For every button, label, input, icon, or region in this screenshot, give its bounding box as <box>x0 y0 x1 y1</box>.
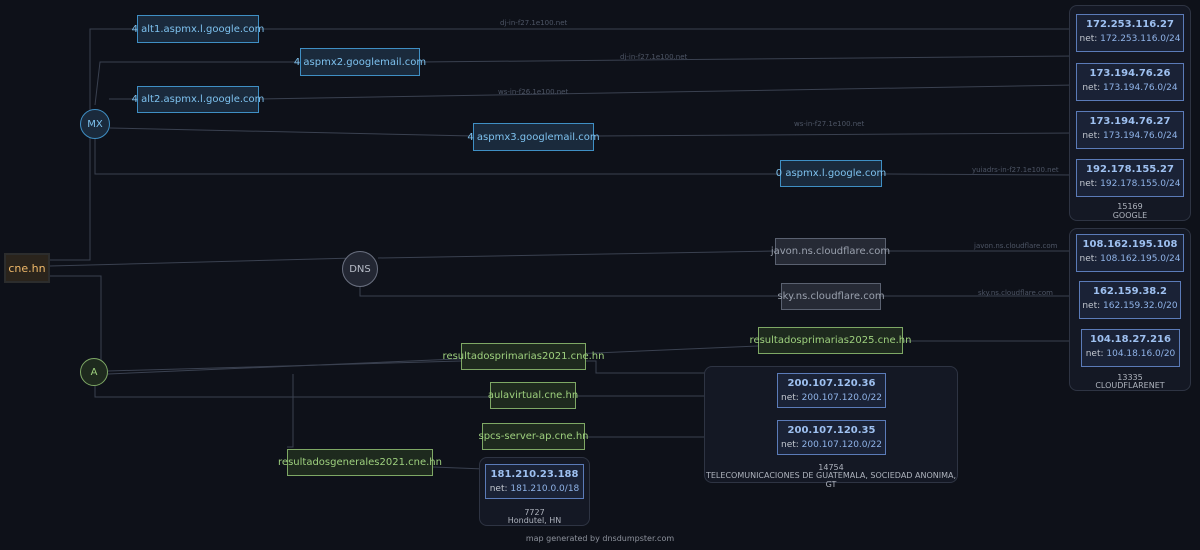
ip-node[interactable]: 104.18.27.216 net: 104.18.16.0/20 <box>1081 329 1180 367</box>
asn-number: 7727 <box>524 508 545 517</box>
ip-address: 108.162.195.108 <box>1082 239 1178 250</box>
mx-record[interactable]: 4 aspmx3.googlemail.com <box>467 123 600 151</box>
ip-node[interactable]: 200.107.120.36 net: 200.107.120.0/22 <box>777 373 886 408</box>
ip-address: 181.210.23.188 <box>490 469 579 480</box>
asn-name: CLOUDFLARENET <box>1095 381 1165 390</box>
asn-name: GOOGLE <box>1112 211 1148 220</box>
asn-group-google: 172.253.116.27 net: 172.253.116.0/24 173… <box>1069 5 1191 221</box>
ip-address: 192.178.155.27 <box>1086 164 1174 175</box>
ns-record[interactable]: javon.ns.cloudflare.com <box>771 238 890 265</box>
mx-record[interactable]: 4 alt2.aspmx.l.google.com <box>132 86 264 113</box>
ip-node[interactable]: 172.253.116.27 net: 172.253.116.0/24 <box>1076 14 1184 52</box>
ip-net: net: 173.194.76.0/24 <box>1082 131 1178 141</box>
domain-node[interactable]: cne.hn <box>4 253 50 283</box>
asn-number: 13335 <box>1117 373 1143 382</box>
asn-number: 15169 <box>1117 202 1143 211</box>
asn-group-cloudflare: 108.162.195.108 net: 108.162.195.0/24 16… <box>1069 228 1191 391</box>
ip-net: net: 162.159.32.0/20 <box>1082 301 1178 311</box>
ip-net: net: 200.107.120.0/22 <box>780 440 882 450</box>
a-record[interactable]: spcs-server-ap.cne.hn <box>479 423 589 450</box>
footer-credit: map generated by dnsdumpster.com <box>525 534 675 543</box>
ip-address: 172.253.116.27 <box>1086 19 1174 30</box>
ip-address: 104.18.27.216 <box>1090 334 1171 345</box>
asn-number: 14754 <box>818 463 844 472</box>
a-record[interactable]: resultadosprimarias2025.cne.hn <box>750 327 911 354</box>
ip-node[interactable]: 181.210.23.188 net: 181.210.0.0/18 <box>485 464 584 499</box>
ip-net: net: 172.253.116.0/24 <box>1079 34 1181 44</box>
ip-net: net: 200.107.120.0/22 <box>780 393 882 403</box>
mx-record[interactable]: 4 alt1.aspmx.l.google.com <box>132 15 264 43</box>
ip-node[interactable]: 108.162.195.108 net: 108.162.195.0/24 <box>1076 234 1184 272</box>
ip-net: net: 192.178.155.0/24 <box>1079 179 1181 189</box>
ip-address: 173.194.76.27 <box>1089 116 1171 127</box>
ip-address: 173.194.76.26 <box>1089 68 1171 79</box>
ip-net: net: 104.18.16.0/20 <box>1085 349 1176 359</box>
ip-address: 162.159.38.2 <box>1092 286 1168 297</box>
mx-record[interactable]: 0 aspmx.l.google.com <box>776 160 886 187</box>
a-hub[interactable]: A <box>80 358 108 386</box>
asn-name: TELECOMUNICACIONES DE GUATEMALA, SOCIEDA… <box>705 471 957 489</box>
edge-label: ws-in-f27.1e100.net <box>794 120 865 128</box>
ip-node[interactable]: 173.194.76.26 net: 173.194.76.0/24 <box>1076 63 1184 101</box>
edge-label: dj-in-f27.1e100.net <box>500 19 568 27</box>
ip-node[interactable]: 192.178.155.27 net: 192.178.155.0/24 <box>1076 159 1184 197</box>
edge-label: dj-in-f27.1e100.net <box>620 53 688 61</box>
asn-group-hondutel: 181.210.23.188 net: 181.210.0.0/18 7727 … <box>479 457 590 526</box>
dns-hub[interactable]: DNS <box>342 251 378 287</box>
mx-record[interactable]: 4 aspmx2.googlemail.com <box>294 48 426 76</box>
ip-address: 200.107.120.36 <box>787 378 876 389</box>
ip-node[interactable]: 162.159.38.2 net: 162.159.32.0/20 <box>1079 281 1181 319</box>
ip-net: net: 108.162.195.0/24 <box>1079 254 1181 264</box>
mx-hub[interactable]: MX <box>80 109 110 139</box>
edge-label: javon.ns.cloudflare.com <box>974 242 1058 250</box>
ns-record[interactable]: sky.ns.cloudflare.com <box>777 283 885 310</box>
a-record[interactable]: resultadosgenerales2021.cne.hn <box>278 449 442 476</box>
edge-label: ws-in-f26.1e100.net <box>498 88 569 96</box>
ip-node[interactable]: 200.107.120.35 net: 200.107.120.0/22 <box>777 420 886 455</box>
a-record[interactable]: aulavirtual.cne.hn <box>488 382 578 409</box>
ip-node[interactable]: 173.194.76.27 net: 173.194.76.0/24 <box>1076 111 1184 149</box>
asn-name: Hondutel, HN <box>507 516 562 525</box>
asn-group-telecom-gt: 200.107.120.36 net: 200.107.120.0/22 200… <box>704 366 958 489</box>
ip-address: 200.107.120.35 <box>787 425 876 436</box>
ip-net: net: 181.210.0.0/18 <box>489 484 580 494</box>
edge-label: sky.ns.cloudflare.com <box>978 289 1053 297</box>
a-record[interactable]: resultadosprimarias2021.cne.hn <box>443 343 604 370</box>
edge-label: yuiadrs-in-f27.1e100.net <box>972 166 1059 174</box>
ip-net: net: 173.194.76.0/24 <box>1082 83 1178 93</box>
